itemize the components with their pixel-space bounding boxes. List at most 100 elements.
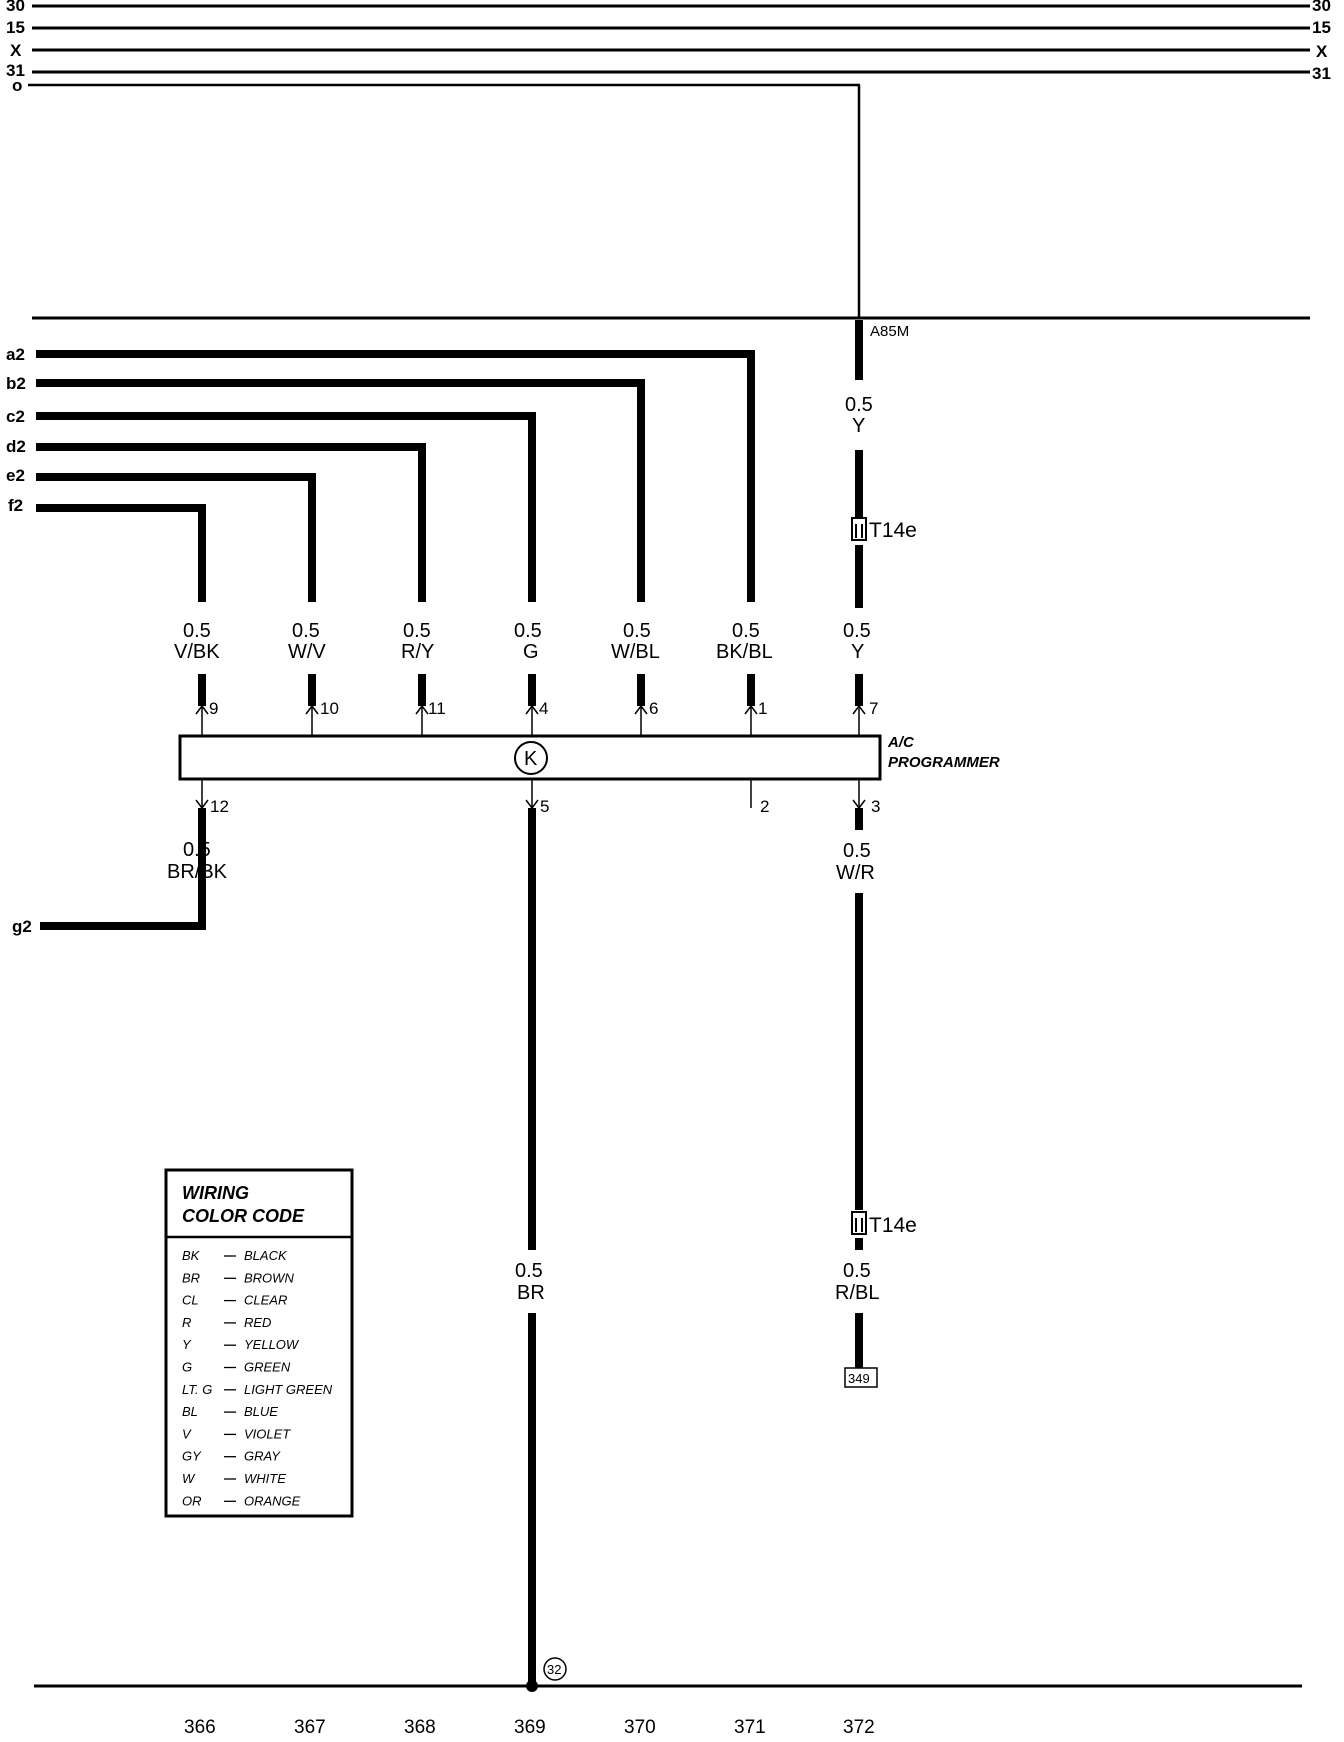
input-label-a2: a2 [6, 345, 25, 364]
wire-top-5-color: BK/BL [716, 641, 773, 663]
wire-a2 [36, 350, 755, 602]
wire-top-3-color: G [523, 641, 539, 663]
wire-top-1-color: W/V [288, 641, 326, 663]
legend-color-name: BROWN [244, 1270, 294, 1285]
bus-label-o-left: o [12, 76, 22, 95]
wire-d2 [36, 443, 426, 602]
legend-code: V [182, 1426, 192, 1441]
column-number-369: 369 [514, 1717, 546, 1738]
pin-top-5: 1 [758, 699, 767, 718]
bus-label-15-right: 15 [1312, 18, 1331, 37]
pin-bottom-0: 12 [210, 797, 229, 816]
ground-point-label: 32 [547, 1662, 561, 1677]
bus-label-31-right: 31 [1312, 64, 1331, 83]
component-name-line1: A/C [887, 734, 915, 751]
wire-top-2-gauge: 0.5 [403, 620, 431, 642]
wire-g2 [40, 828, 206, 930]
wire-bottom-0-color: BR/BK [167, 861, 228, 883]
bus-label-x-left: X [10, 41, 22, 60]
reference-box [844, 1367, 878, 1388]
bus-label-30-right: 30 [1312, 0, 1331, 15]
legend-code: R [182, 1315, 191, 1330]
legend-color-name: YELLOW [244, 1337, 300, 1352]
bus-label-30-left: 30 [6, 0, 25, 15]
connector-t14e-upper [851, 517, 867, 541]
input-label-e2: e2 [6, 466, 25, 485]
wire-top-6-gauge: 0.5 [843, 620, 871, 642]
wire-rbl-color: R/BL [835, 1282, 879, 1304]
k-symbol-icon: K [514, 741, 548, 775]
connector-t14e-upper-label: T14e [869, 519, 917, 542]
wire-y-upper-color: Y [852, 415, 865, 437]
input-label-c2: c2 [6, 407, 25, 426]
wire-top-0-color: V/BK [174, 641, 220, 663]
column-number-366: 366 [184, 1717, 216, 1738]
wire-top-4-gauge: 0.5 [623, 620, 651, 642]
legend-code: OR [182, 1493, 202, 1508]
connector-t14e-lower-label: T14e [869, 1214, 917, 1237]
wire-bottom-1-gauge: 0.5 [515, 1260, 543, 1282]
legend-code: BR [182, 1270, 200, 1285]
pin-top-6: 7 [869, 699, 878, 718]
wire-top-4-color: W/BL [611, 641, 660, 663]
legend-code: BK [182, 1248, 201, 1263]
pin-leads-top [195, 704, 866, 736]
legend-color-name: BLUE [244, 1404, 278, 1419]
legend-color-name: GRAY [244, 1449, 281, 1464]
legend-code: LT. G [182, 1382, 212, 1397]
legend-color-name: WHITE [244, 1471, 286, 1486]
column-number-372: 372 [843, 1717, 875, 1738]
bus-label-15-left: 15 [6, 18, 25, 37]
ground-point-marker: 32 [543, 1657, 567, 1681]
legend-code: CL [182, 1293, 199, 1308]
wire-top-0-gauge: 0.5 [183, 620, 211, 642]
wires-bottom [198, 808, 863, 1686]
legend-code: G [182, 1360, 192, 1375]
legend-color-name: LIGHT GREEN [244, 1382, 333, 1397]
legend-code: W [182, 1471, 196, 1486]
wire-bottom-1-color: BR [517, 1282, 545, 1304]
wire-top-1-gauge: 0.5 [292, 620, 320, 642]
legend-title-line2: COLOR CODE [182, 1206, 305, 1226]
pin-bottom-1: 5 [540, 797, 549, 816]
wire-rbl-gauge: 0.5 [843, 1260, 871, 1282]
pin-top-2: 11 [428, 699, 446, 718]
legend-color-name: BLACK [244, 1248, 288, 1263]
reference-box-label: 349 [848, 1371, 870, 1386]
pin-top-4: 6 [649, 699, 658, 718]
wire-bottom-3-color: W/R [836, 862, 875, 884]
column-number-367: 367 [294, 1717, 326, 1738]
ground-point-dot [526, 1680, 538, 1692]
legend-color-name: GREEN [244, 1360, 291, 1375]
wire-top-5-gauge: 0.5 [732, 620, 760, 642]
wire-bottom-3-gauge: 0.5 [843, 840, 871, 862]
bus-label-31-left: 31 [6, 61, 25, 80]
bus-lines [28, 4, 1310, 318]
wire-b2 [36, 379, 645, 602]
wire-e2 [36, 473, 316, 602]
legend-code: BL [182, 1404, 198, 1419]
wire-top-6-color: Y [851, 641, 864, 663]
wire-c2 [36, 412, 536, 602]
pin-top-3: 4 [539, 699, 548, 718]
input-label-f2: f2 [8, 496, 23, 515]
legend-color-name: VIOLET [244, 1426, 291, 1441]
wire-f2 [36, 504, 206, 602]
pin-top-0: 9 [209, 699, 218, 718]
column-number-368: 368 [404, 1717, 436, 1738]
legend-title-line1: WIRING [182, 1183, 249, 1203]
pin-top-1: 10 [320, 699, 339, 718]
legend-color-name: ORANGE [244, 1493, 301, 1508]
legend-color-name: RED [244, 1315, 271, 1330]
wire-y-upper-gauge: 0.5 [845, 394, 873, 416]
input-label-g2: g2 [12, 917, 32, 936]
pin-bottom-2: 2 [760, 797, 769, 816]
wire-top-3-gauge: 0.5 [514, 620, 542, 642]
legend-code: Y [182, 1337, 192, 1352]
connector-t14e-lower [851, 1211, 867, 1235]
bus-label-x-right: X [1316, 42, 1328, 61]
wire-stubs-top [198, 674, 863, 706]
